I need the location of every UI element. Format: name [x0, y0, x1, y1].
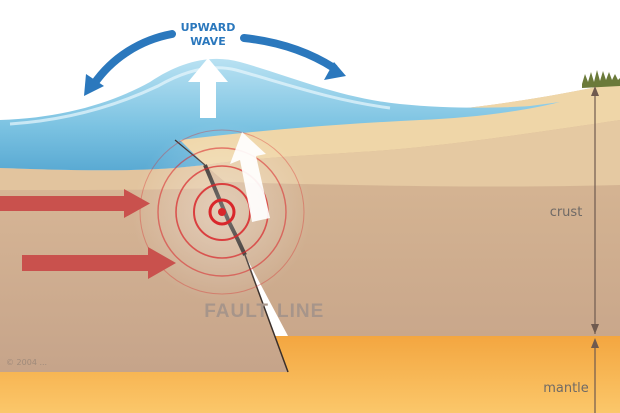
fault-label-left: FAULT: [204, 301, 269, 322]
earthquake-focus: [132, 122, 312, 302]
mantle-label: mantle: [543, 381, 589, 396]
right-sediment-mid: [205, 120, 620, 187]
wave-arrow-right: [240, 34, 346, 80]
upward-arrow: [188, 58, 228, 118]
upward-wave-label-line2: WAVE: [190, 35, 225, 48]
push-arrow-upper: [0, 189, 150, 218]
ocean-water: [0, 58, 560, 171]
crust-label: crust: [550, 205, 583, 220]
push-arrow-lower: [22, 247, 176, 279]
coast-grass: [582, 70, 620, 88]
mantle-scale-bar: [591, 338, 599, 413]
uplift-arrow: [230, 132, 270, 222]
copyright-text: © 2004 ...: [6, 358, 47, 367]
wave-arrow-left: [84, 30, 176, 96]
upward-wave-label-line1: UPWARD: [181, 21, 236, 34]
crust-scale-bar: [591, 86, 599, 334]
fault-label-right: LINE: [277, 301, 324, 322]
right-sediment-top: [180, 82, 620, 165]
